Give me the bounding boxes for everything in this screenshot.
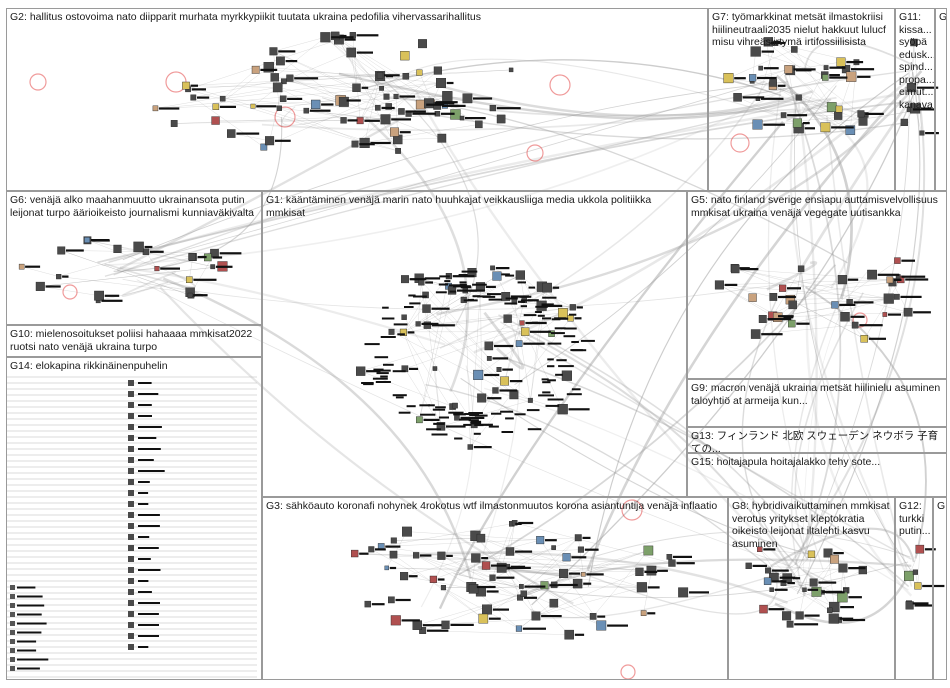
group-g2-label: G2: hallitus ostovoima nato diipparit mu…: [10, 11, 704, 24]
group-g8: G8: hybridivaikuttaminen mmkisat verotus…: [728, 497, 895, 680]
group-g14: G14: elokapina rikkinäinenpuhelin: [6, 357, 262, 680]
group-g3-label: G3: sähköauto koronafi nohynek 4rokotus …: [266, 500, 724, 513]
group-g-bottom: G...: [933, 497, 947, 680]
group-g8-label: G8: hybridivaikuttaminen mmkisat verotus…: [732, 500, 891, 550]
group-g14-label: G14: elokapina rikkinäinenpuhelin: [10, 360, 258, 373]
group-g-top: G...: [935, 8, 947, 191]
group-g7: G7: työmarkkinat metsät ilmastokriisi hi…: [708, 8, 895, 191]
group-g15: G15: hoitajapula hoitajalakko tehy sote.…: [687, 453, 947, 497]
group-g6-label: G6: venäjä alko maahanmuutto ukrainansot…: [10, 194, 258, 219]
group-g15-label: G15: hoitajapula hoitajalakko tehy sote.…: [691, 456, 943, 469]
group-g9: G9: macron venäjä ukraina metsät hiilini…: [687, 379, 947, 427]
group-g1-label: G1: kääntäminen venäjä marin nato huuhka…: [266, 194, 683, 219]
group-g1: G1: kääntäminen venäjä marin nato huuhka…: [262, 191, 687, 497]
group-g-bottom-label: G...: [937, 500, 943, 513]
group-g6: G6: venäjä alko maahanmuutto ukrainansot…: [6, 191, 262, 325]
group-g13-label: G13: フィンランド 北欧 スウェーデン ネウボラ 子育ての...: [691, 430, 943, 453]
group-g5-label: G5: nato finland sverige ensiapu auttami…: [691, 194, 943, 219]
group-g10: G10: mielenosoitukset poliisi hahaaaa mm…: [6, 325, 262, 357]
group-g12-label: G12: turkki putin...: [899, 500, 929, 538]
group-g2: G2: hallitus ostovoima nato diipparit mu…: [6, 8, 708, 191]
group-g13: G13: フィンランド 北欧 スウェーデン ネウボラ 子育ての...: [687, 427, 947, 453]
group-g12: G12: turkki putin...: [895, 497, 933, 680]
group-g10-label: G10: mielenosoitukset poliisi hahaaaa mm…: [10, 328, 258, 353]
group-g9-label: G9: macron venäjä ukraina metsät hiilini…: [691, 382, 943, 407]
group-g5: G5: nato finland sverige ensiapu auttami…: [687, 191, 947, 379]
group-g11-label: G11: kissa... syöpä edusk... spind... pr…: [899, 11, 931, 111]
group-g7-label: G7: työmarkkinat metsät ilmastokriisi hi…: [712, 11, 891, 49]
group-g11: G11: kissa... syöpä edusk... spind... pr…: [895, 8, 935, 191]
group-g-top-label: G...: [939, 11, 943, 24]
group-g3: G3: sähköauto koronafi nohynek 4rokotus …: [262, 497, 728, 680]
